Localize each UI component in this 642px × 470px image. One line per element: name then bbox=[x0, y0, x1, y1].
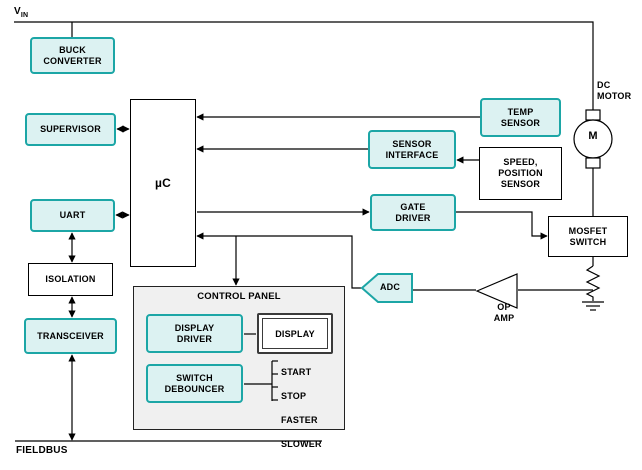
ground-symbol bbox=[582, 301, 604, 311]
panel-button-labels: START STOP FASTER SLOWER bbox=[281, 355, 351, 462]
microcontroller-block: µC bbox=[130, 99, 196, 267]
op-amp-label: OP AMP bbox=[493, 302, 515, 323]
adc-shape bbox=[360, 273, 413, 303]
display-block: DISPLAY bbox=[257, 313, 333, 354]
adc-uc-link bbox=[196, 232, 362, 289]
vin-label: VIN bbox=[14, 6, 28, 21]
vin-subscript: IN bbox=[20, 12, 29, 19]
buck-converter-block: BUCK CONVERTER bbox=[30, 37, 115, 74]
temp-sensor-block: TEMP SENSOR bbox=[480, 98, 561, 137]
display-driver-block: DISPLAY DRIVER bbox=[146, 314, 243, 353]
faster-label: FASTER bbox=[281, 415, 318, 425]
uart-block: UART bbox=[30, 199, 115, 232]
fieldbus-label: FIELDBUS bbox=[16, 445, 68, 456]
display-label: DISPLAY bbox=[262, 318, 328, 349]
vin-rail bbox=[14, 21, 594, 110]
slower-label: SLOWER bbox=[281, 439, 322, 449]
gate-driver-block: GATE DRIVER bbox=[370, 194, 456, 231]
control-panel bbox=[133, 286, 345, 430]
sensor-interface-block: SENSOR INTERFACE bbox=[368, 130, 456, 169]
control-panel-title: CONTROL PANEL bbox=[197, 291, 281, 302]
motor-symbol bbox=[573, 109, 613, 216]
debouncer-switch-lines bbox=[244, 360, 278, 401]
op-amp-shape bbox=[475, 273, 518, 309]
vin-text: V bbox=[14, 6, 21, 17]
stop-label: STOP bbox=[281, 391, 307, 401]
shunt-resistor bbox=[585, 257, 601, 301]
isolation-block: ISOLATION bbox=[28, 263, 113, 296]
adc-label: ADC bbox=[379, 282, 401, 292]
switch-debouncer-block: SWITCH DEBOUNCER bbox=[146, 364, 243, 403]
mosfet-switch-block: MOSFET SWITCH bbox=[548, 216, 628, 257]
transceiver-block: TRANSCEIVER bbox=[24, 318, 117, 354]
motor-m-label: M bbox=[588, 130, 598, 142]
start-label: START bbox=[281, 367, 312, 377]
supervisor-block: SUPERVISOR bbox=[25, 113, 116, 146]
gate-driver-mosfet-link bbox=[456, 211, 548, 240]
dc-motor-label: DC MOTOR bbox=[597, 80, 632, 101]
speed-position-sensor-block: SPEED, POSITION SENSOR bbox=[479, 147, 562, 200]
